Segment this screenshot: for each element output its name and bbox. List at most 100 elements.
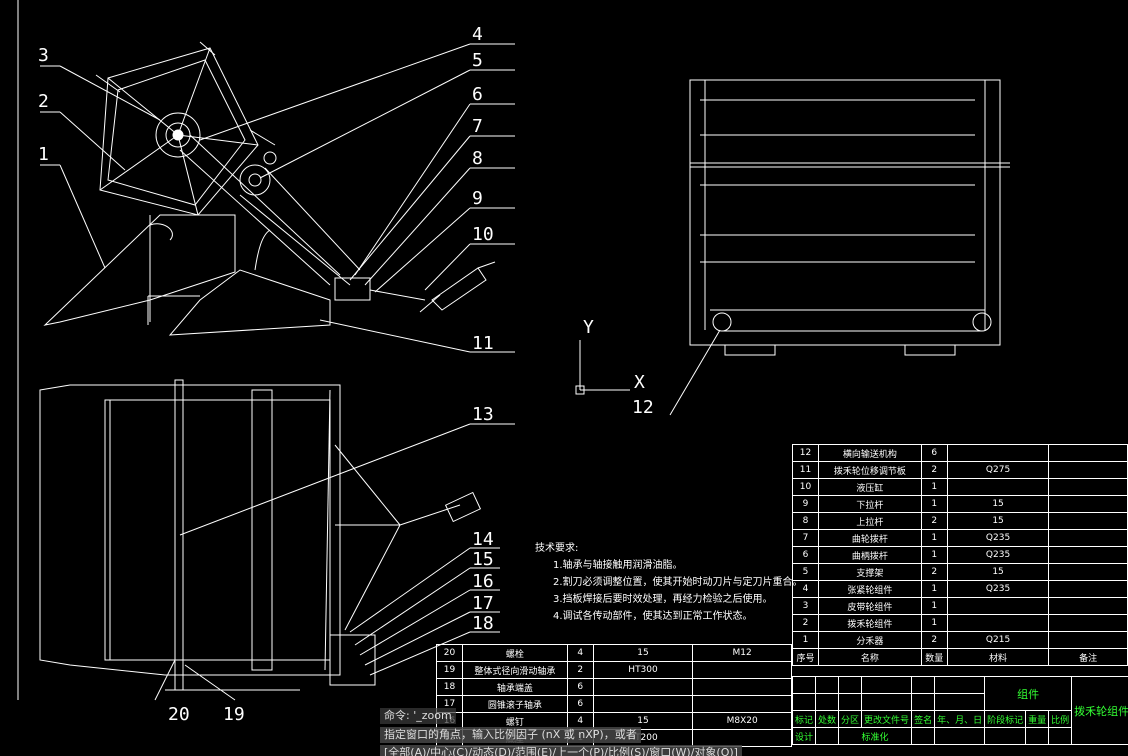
callout-12: 12 [632,397,654,418]
bom-cell-mat: Q235 [946,546,1050,564]
row-label: 签名 [911,710,936,728]
bom-cell-name: 下拉杆 [817,495,922,513]
bom-cell-std: M8X20 [692,712,792,730]
scale-label: 比例 [1048,710,1073,728]
bom-cell-mat: Q235 [946,529,1050,547]
bom-cell-no: 12 [792,444,819,462]
drawing-name: 拨禾轮组件 [1071,676,1128,745]
bom-cell-no: 19 [436,661,463,679]
leader-lines [40,43,721,701]
tech-note: 4.调试各传动部件，使其达到正常工作状态。 [553,611,753,622]
bom-cell-mat: Q235 [946,580,1050,598]
bom-cell-mat: 15 [946,512,1050,530]
bom-cell-no: 5 [792,563,819,581]
bom-cell-no: 8 [792,512,819,530]
bom-cell-note [1048,614,1128,632]
bom-cell-note [1048,631,1128,649]
bom-cell-mat [946,444,1050,462]
bom-cell-qty: 6 [920,444,948,462]
ucs-axis-icon [575,340,630,395]
bom-cell-qty: 1 [920,546,948,564]
group-label: 组件 [984,676,1073,711]
bom-cell-note [1048,478,1128,496]
command-history-line: 命令: '_zoom [380,708,456,724]
bom-cell-name: 螺栓 [461,644,568,662]
bom-cell-qty: 1 [920,597,948,615]
bom-cell-qty: 1 [920,580,948,598]
bom-cell-qty: 2 [566,661,594,679]
axis-x-label: X [634,372,645,393]
bom-cell-no: 7 [792,529,819,547]
bom-cell-no: 20 [436,644,463,662]
tech-note: 1.轴承与轴接触用润滑油脂。 [553,560,683,571]
bom-cell-no: 1 [792,631,819,649]
callout-15: 15 [472,549,494,570]
bom-cell-name: 分禾器 [817,631,922,649]
front-view [689,79,1010,356]
callout-numbers: 1 2 3 4 5 6 7 8 9 10 11 12 13 14 15 16 1… [38,24,654,725]
bom-cell-name: 液压缸 [817,478,922,496]
bom-cell-qty: 1 [920,478,948,496]
bom-cell-name: 曲轮拨杆 [817,529,922,547]
bom-cell-mat [946,614,1050,632]
bom-cell-note [1048,597,1128,615]
bom-cell-qty: 2 [920,461,948,479]
command-prompt-line: 指定窗口的角点，输入比例因子 (nX 或 nXP)，或者 [380,727,641,743]
bom-cell-qty: 6 [566,678,594,696]
title-block: 组件 拨禾轮组件 标记 处数 分区 更改文件号 签名 年、月、日 阶段标记 重量… [791,676,1128,745]
bom-cell-name: 整体式径向滑动轴承 [461,661,568,679]
bom-cell-no: 10 [792,478,819,496]
bom-cell-std [692,729,792,747]
bom-cell-mat [946,597,1050,615]
callout-17: 17 [472,593,494,614]
bom-cell-note [1048,495,1128,513]
bom-cell-mat: Q215 [946,631,1050,649]
technical-requirements: 技术要求: 1.轴承与轴接触用润滑油脂。 2.割刀必须调整位置，使其开始时动刀片… [535,540,803,625]
standard-label: 标准化 [838,727,913,745]
bom-cell-qty: 6 [566,695,594,713]
callout-5: 5 [472,50,483,71]
weight-label: 重量 [1025,710,1050,728]
bom-cell-no: 18 [436,678,463,696]
bom-cell-mat: 15 [946,495,1050,513]
bom-cell-std: M12 [692,644,792,662]
bom-cell-no: 4 [792,580,819,598]
row-label: 年、月、日 [934,710,986,728]
callout-16: 16 [472,571,494,592]
bom-cell-std [692,678,792,696]
callout-18: 18 [472,613,494,634]
bom-right-header: 序号 名称 数量 材料 备注 [792,648,1128,666]
callout-19: 19 [223,704,245,725]
bom-cell-qty: 2 [920,631,948,649]
bom-cell-qty: 2 [920,512,948,530]
bom-cell-name: 皮带轮组件 [817,597,922,615]
callout-6: 6 [472,84,483,105]
bom-cell-no: 6 [792,546,819,564]
bom-cell-note [1048,580,1128,598]
command-options-line[interactable]: [全部(A)/中心(C)/动态(D)/范围(E)/上一个(P)/比例(S)/窗口… [380,745,742,756]
callout-20: 20 [168,704,190,725]
bom-cell-name: 张紧轮组件 [817,580,922,598]
callout-14: 14 [472,529,494,550]
bom-cell-note [1048,461,1128,479]
callout-1: 1 [38,144,49,165]
callout-4: 4 [472,24,483,45]
bom-cell-note [1048,444,1128,462]
callout-9: 9 [472,188,483,209]
callout-2: 2 [38,91,49,112]
bom-cell-note [1048,563,1128,581]
callout-13: 13 [472,404,494,425]
bom-cell-name: 圆锥滚子轴承 [461,695,568,713]
